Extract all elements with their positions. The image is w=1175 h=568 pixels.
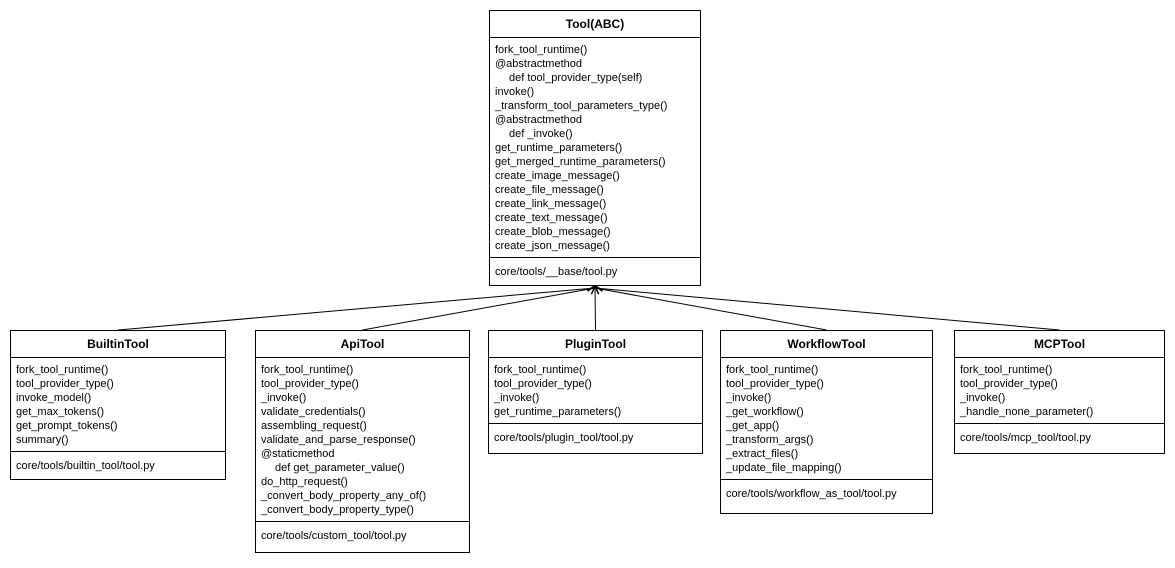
- class-box-api: ApiTool fork_tool_runtime() tool_provider_…: [255, 330, 470, 553]
- inheritance-line-api: [362, 287, 596, 331]
- method-item: _get_workflow(): [726, 406, 804, 418]
- method-item: def tool_provider_type(self): [509, 72, 643, 84]
- inheritance-line-plugin: [594, 287, 596, 331]
- source-file-path: core/tools/builtin_tool/tool.py: [16, 460, 155, 472]
- class-name: ApiTool: [256, 331, 469, 358]
- class-box-tool: Tool(ABC) fork_tool_runtime() @abstractmet…: [489, 10, 701, 286]
- method-list: fork_tool_runtime() tool_provider_type() _…: [721, 358, 932, 480]
- method-item: assembling_request(): [261, 420, 367, 432]
- class-name: Tool(ABC): [490, 11, 700, 38]
- class-box-mcp: MCPTool fork_tool_runtime() tool_provider_…: [954, 330, 1165, 454]
- class-box-builtin: BuiltinTool fork_tool_runtime() tool_provi…: [10, 330, 226, 480]
- method-item: create_text_message(): [495, 212, 608, 224]
- method-item: create_blob_message(): [495, 226, 611, 238]
- method-item: create_image_message(): [495, 170, 620, 182]
- method-list: fork_tool_runtime() tool_provider_type() _…: [256, 358, 469, 522]
- method-item: _convert_body_property_any_of(): [261, 490, 427, 502]
- class-box-plugin: PluginTool fork_tool_runtime() tool_provid…: [488, 330, 703, 454]
- method-item: tool_provider_type(): [726, 378, 824, 390]
- method-item: get_prompt_tokens(): [16, 420, 118, 432]
- method-item: invoke_model(): [16, 392, 92, 404]
- method-item: do_http_request(): [261, 476, 348, 488]
- inheritance-line-workflow: [594, 287, 827, 331]
- method-item: get_runtime_parameters(): [495, 142, 623, 154]
- method-item: fork_tool_runtime(): [495, 44, 588, 56]
- method-item: @abstractmethod: [495, 58, 582, 70]
- method-item: tool_provider_type(): [494, 378, 592, 390]
- method-item: _update_file_mapping(): [726, 462, 842, 474]
- source-file-path: core/tools/__base/tool.py: [495, 266, 618, 278]
- method-item: summary(): [16, 434, 69, 446]
- method-item: validate_credentials(): [261, 406, 366, 418]
- method-item: tool_provider_type(): [16, 378, 114, 390]
- source-file-path: core/tools/custom_tool/tool.py: [261, 530, 407, 542]
- class-name: BuiltinTool: [11, 331, 225, 358]
- method-item: _invoke(): [261, 392, 307, 404]
- source-file-path: core/tools/mcp_tool/tool.py: [960, 432, 1091, 444]
- class-name: MCPTool: [955, 331, 1164, 358]
- method-item: tool_provider_type(): [261, 378, 359, 390]
- method-item: get_max_tokens(): [16, 406, 105, 418]
- method-item: _invoke(): [726, 392, 772, 404]
- method-item: def get_parameter_value(): [275, 462, 405, 474]
- method-item: fork_tool_runtime(): [494, 364, 587, 376]
- method-item: create_file_message(): [495, 184, 604, 196]
- class-name: WorkflowTool: [721, 331, 932, 358]
- method-list: fork_tool_runtime() tool_provider_type() _…: [955, 358, 1164, 424]
- method-item: fork_tool_runtime(): [960, 364, 1053, 376]
- method-item: validate_and_parse_response(): [261, 434, 416, 446]
- method-item: _extract_files(): [726, 448, 799, 460]
- method-item: tool_provider_type(): [960, 378, 1058, 390]
- method-item: _transform_tool_parameters_type(): [495, 100, 668, 112]
- method-item: get_runtime_parameters(): [494, 406, 622, 418]
- method-list: fork_tool_runtime() @abstractmethod def to…: [490, 38, 700, 258]
- method-item: fork_tool_runtime(): [726, 364, 819, 376]
- method-item: _get_app(): [726, 420, 780, 432]
- source-file-path: core/tools/workflow_as_tool/tool.py: [726, 488, 897, 500]
- method-item: invoke(): [495, 86, 535, 98]
- class-box-workflow: WorkflowTool fork_tool_runtime() tool_prov…: [720, 330, 933, 514]
- method-item: _invoke(): [494, 392, 540, 404]
- method-item: _transform_args(): [726, 434, 814, 446]
- method-item: _handle_none_parameter(): [960, 406, 1094, 418]
- method-list: fork_tool_runtime() tool_provider_type() _…: [489, 358, 702, 424]
- method-item: _invoke(): [960, 392, 1006, 404]
- source-file-path: core/tools/plugin_tool/tool.py: [494, 432, 634, 444]
- method-item: get_merged_runtime_parameters(): [495, 156, 666, 168]
- method-list: fork_tool_runtime() tool_provider_type()i…: [11, 358, 225, 452]
- method-item: create_json_message(): [495, 240, 610, 252]
- method-item: @abstractmethod: [495, 114, 582, 126]
- method-item: @staticmethod: [261, 448, 335, 460]
- inheritance-line-mcp: [594, 287, 1060, 331]
- method-item: create_link_message(): [495, 198, 607, 210]
- class-name: PluginTool: [489, 331, 702, 358]
- method-item: fork_tool_runtime(): [261, 364, 354, 376]
- method-item: fork_tool_runtime(): [16, 364, 109, 376]
- method-item: _convert_body_property_type(): [261, 504, 414, 516]
- inheritance-line-builtin: [117, 287, 596, 331]
- method-item: def _invoke(): [509, 128, 573, 140]
